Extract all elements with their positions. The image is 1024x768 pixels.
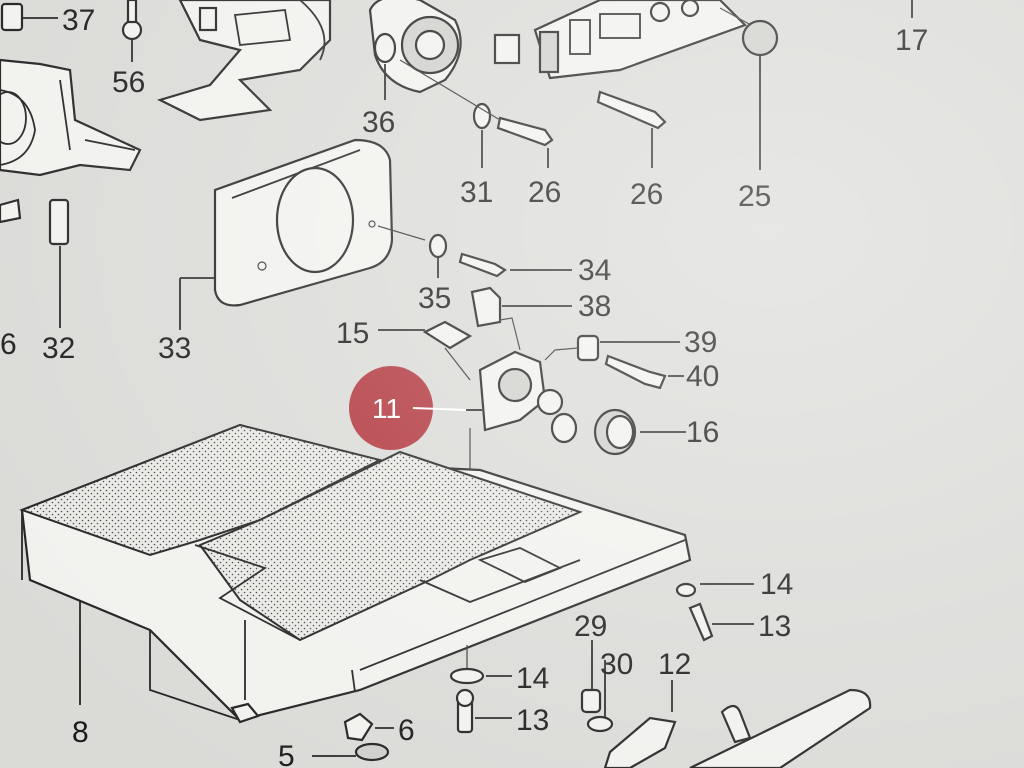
exploded-parts-diagram: 11	[0, 0, 1024, 768]
screen-glare	[0, 0, 1024, 768]
